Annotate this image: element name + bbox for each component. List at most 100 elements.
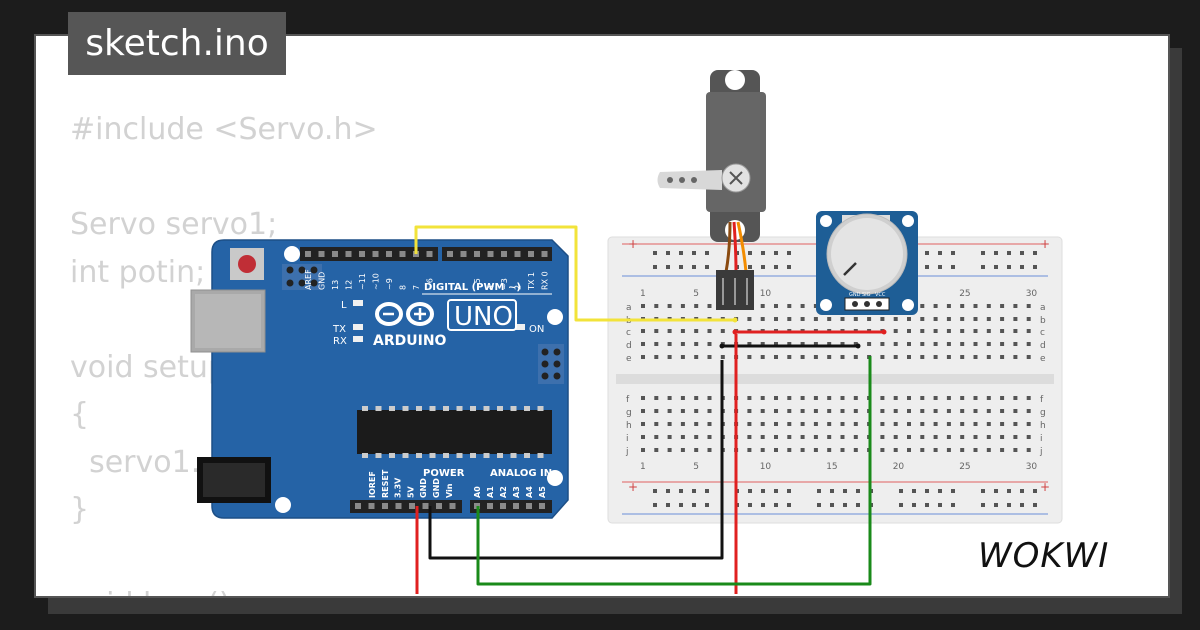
power-pin-2: 3.3V <box>394 477 403 498</box>
plus-bottom-left: + <box>628 480 638 494</box>
digital-pin-12: ~3 <box>500 278 509 290</box>
col-bottom-20: 20 <box>893 462 905 472</box>
wokwi-logo[interactable]: WOKWI <box>978 536 1109 576</box>
row-label-a: a <box>626 303 632 313</box>
plus-top-left: + <box>628 237 638 251</box>
digital-pin-1: GND <box>318 272 327 290</box>
row-label-right-b: b <box>1040 316 1046 326</box>
row-label-right-g: g <box>1040 408 1046 418</box>
led-rx-label: RX <box>333 336 347 347</box>
row-label-right-f: f <box>1040 395 1044 405</box>
uno-label: UNO <box>454 302 513 332</box>
wire-black-gnd <box>428 360 724 560</box>
col-bottom-30: 30 <box>1026 462 1038 472</box>
power-pin-1: RESET <box>381 469 390 498</box>
digital-pwm-label: DIGITAL (PWM ~) <box>424 282 521 293</box>
digital-header-right <box>442 247 552 261</box>
led-l <box>353 300 363 306</box>
row-label-h: h <box>626 421 632 431</box>
digital-pin-4: ~11 <box>358 273 367 290</box>
led-rx <box>353 336 363 342</box>
analog-pin-a1: A1 <box>486 486 495 498</box>
digital-pin-7: 8 <box>399 285 408 290</box>
row-label-right-a: a <box>1040 303 1046 313</box>
analog-in-label: ANALOG IN <box>490 468 552 479</box>
power-pin-5: GND <box>432 478 441 498</box>
digital-pin-13: 2 <box>514 285 523 290</box>
digital-pin-2: 13 <box>331 280 340 290</box>
analog-pin-a2: A2 <box>499 486 508 498</box>
row-label-c: c <box>626 328 631 338</box>
row-label-e: e <box>626 354 632 364</box>
uno-badge <box>447 299 517 331</box>
power-pin-4: GND <box>419 478 428 498</box>
col-bottom-10: 10 <box>760 462 772 472</box>
code-preview: #include <Servo.h> Servo servo1; int pot… <box>70 112 378 596</box>
col-top-25: 25 <box>959 289 970 299</box>
digital-pin-5: ~10 <box>372 273 381 290</box>
col-top-1: 1 <box>640 289 646 299</box>
digital-pin-3: 12 <box>345 280 354 290</box>
row-label-right-i: i <box>1040 434 1043 444</box>
servo-horn <box>657 170 722 190</box>
arduino-logo <box>375 302 434 326</box>
servo-motor[interactable] <box>657 70 767 310</box>
led-l-label: L <box>341 300 347 311</box>
digital-pin-15: RX 0 <box>541 271 550 290</box>
file-name-tab: sketch.ino <box>68 12 286 75</box>
wires <box>414 225 887 594</box>
power-pin-3: 5V <box>406 485 415 498</box>
pot-pin-vcc: VCC <box>875 292 886 298</box>
analog-pin-a4: A4 <box>525 486 534 498</box>
digital-pin-10: ~5 <box>473 278 482 290</box>
digital-pin-8: 7 <box>412 285 421 290</box>
led-tx <box>353 324 363 330</box>
row-label-j: j <box>625 447 629 457</box>
analog-pin-a0: A0 <box>473 486 482 498</box>
wire-yellow-signal <box>414 225 735 322</box>
power-header <box>350 500 462 513</box>
row-label-right-c: c <box>1040 328 1045 338</box>
arduino-label: ARDUINO <box>373 333 447 349</box>
row-label-right-j: j <box>1039 447 1043 457</box>
digital-pin-6: ~9 <box>385 278 394 290</box>
led-tx-label: TX <box>332 324 346 335</box>
row-label-right-d: d <box>1040 341 1046 351</box>
col-bottom-15: 15 <box>826 462 837 472</box>
digital-pin-14: TX 1 <box>527 272 536 291</box>
row-label-right-e: e <box>1040 354 1046 364</box>
microcontroller-chip <box>357 410 552 454</box>
analog-pin-a3: A3 <box>512 486 521 498</box>
row-label-right-h: h <box>1040 421 1046 431</box>
row-label-f: f <box>626 395 630 405</box>
power-label: POWER <box>423 468 465 479</box>
potentiometer-knob[interactable] <box>831 218 903 290</box>
row-label-i: i <box>626 434 629 444</box>
digital-pin-9: ~6 <box>426 278 435 290</box>
col-top-5: 5 <box>693 289 699 299</box>
led-on-label: ON <box>529 324 544 335</box>
power-pin-6: Vin <box>445 483 454 498</box>
row-label-g: g <box>626 408 632 418</box>
col-top-10: 10 <box>760 289 772 299</box>
digital-header-left <box>300 247 438 261</box>
col-top-30: 30 <box>1026 289 1038 299</box>
pot-pin-gnd: GND <box>849 292 861 298</box>
col-bottom-5: 5 <box>693 462 699 472</box>
power-pin-0: IOREF <box>368 471 377 498</box>
pot-pin-sig: SIG <box>862 292 871 298</box>
row-label-d: d <box>626 341 632 351</box>
plus-top-right: + <box>1040 237 1050 251</box>
digital-pin-11: 4 <box>487 285 496 290</box>
col-bottom-1: 1 <box>640 462 646 472</box>
digital-pin-0: AREF <box>304 269 313 290</box>
